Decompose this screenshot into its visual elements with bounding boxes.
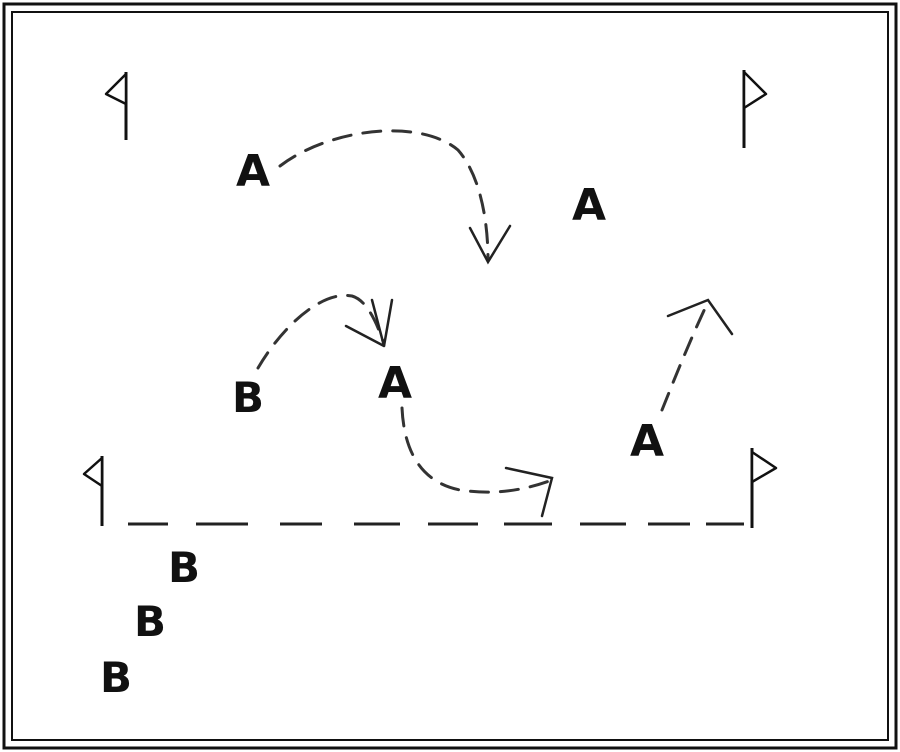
player-b-queue-2: B [134, 597, 166, 646]
player-b-queue-1: B [168, 543, 200, 592]
inner-frame [11, 11, 889, 741]
path-arrow-a-right [660, 298, 734, 412]
player-a-right: A [630, 416, 664, 467]
player-a-top-left: A [236, 146, 270, 197]
flag-icon-bottom-right [750, 448, 778, 528]
player-b-queue-3: B [100, 653, 132, 702]
flag-icon-top-left [104, 72, 128, 140]
player-b-start: B [232, 373, 264, 422]
player-a-top-right: A [572, 180, 606, 231]
path-arrow-a-top [278, 129, 512, 265]
flag-icon-bottom-left [82, 456, 104, 526]
path-arrow-b-to-a [256, 293, 394, 370]
flag-icon-top-right [742, 70, 768, 148]
path-arrow-a-center-loop [400, 406, 554, 518]
player-a-center: A [378, 358, 412, 409]
